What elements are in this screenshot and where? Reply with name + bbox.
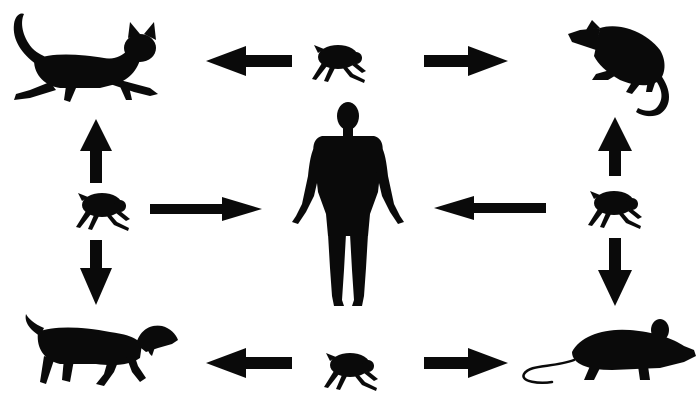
- flea-icon: [76, 193, 130, 231]
- opossum-icon: [568, 20, 669, 116]
- dog-icon: [26, 314, 178, 386]
- arrow-flea-right-to-opossum: [598, 117, 632, 176]
- arrow-flea-left-to-cat: [80, 119, 112, 183]
- rat-tail: [523, 360, 574, 383]
- arrow-flea-bottom-to-rat: [424, 348, 508, 378]
- flea-icon: [324, 353, 378, 391]
- arrow-flea-left-to-dog: [80, 240, 112, 305]
- flea-icon: [312, 45, 366, 83]
- flea-icon: [588, 191, 642, 229]
- arrow-flea-bottom-to-dog: [206, 348, 292, 378]
- arrow-flea-right-to-rat: [598, 238, 632, 306]
- arrow-flea-top-to-cat: [206, 46, 292, 76]
- arrow-flea-right-to-human: [434, 196, 546, 220]
- human-icon: [292, 102, 404, 306]
- cat-icon: [14, 13, 158, 102]
- arrow-flea-top-to-opossum: [424, 46, 508, 76]
- arrow-flea-left-to-human: [150, 197, 262, 221]
- rat-icon: [572, 319, 696, 380]
